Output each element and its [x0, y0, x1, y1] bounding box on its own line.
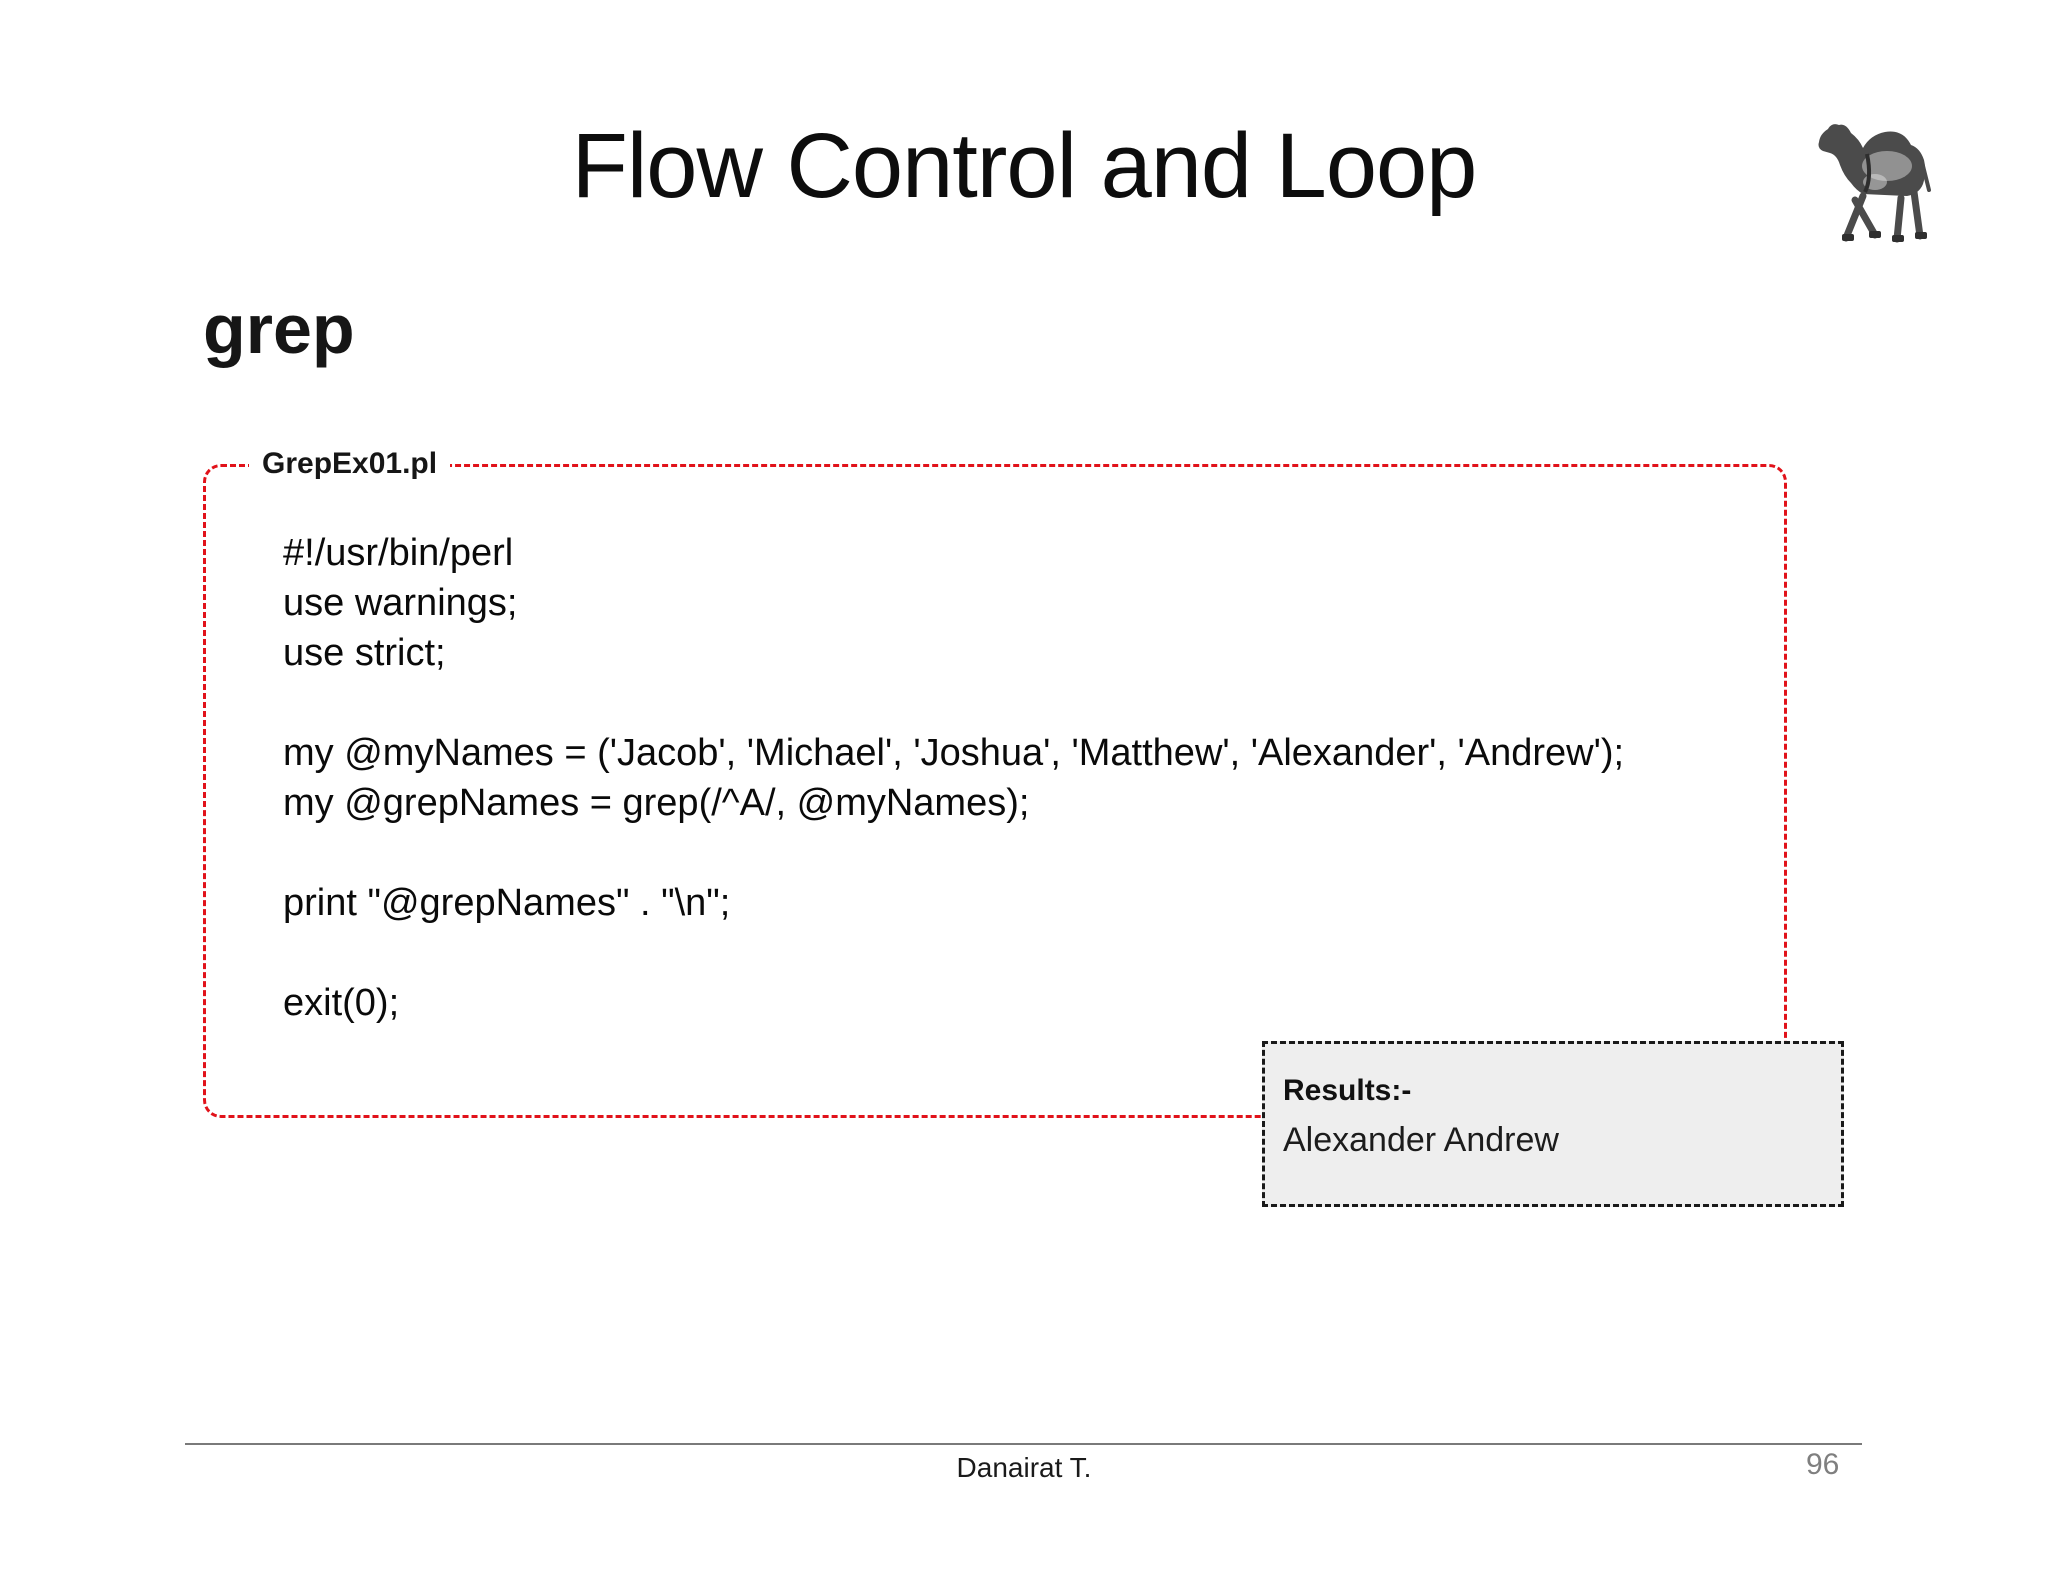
results-output: Alexander Andrew — [1283, 1121, 1559, 1159]
results-box: Results:- Alexander Andrew — [1262, 1041, 1844, 1207]
results-label: Results:- — [1283, 1074, 1412, 1107]
perl-code-listing: #!/usr/bin/perl use warnings; use strict… — [283, 532, 1625, 1024]
page-number: 96 — [1806, 1448, 1840, 1481]
footer-divider — [185, 1443, 1862, 1445]
perl-camel-logo-icon — [1818, 124, 1931, 243]
slide-title: Flow Control and Loop — [571, 115, 1478, 217]
code-example-filename: GrepEx01.pl — [249, 446, 451, 482]
footer-author: Danairat T. — [956, 1452, 1092, 1483]
section-heading: grep — [203, 290, 355, 368]
code-example-box — [203, 464, 1787, 1118]
